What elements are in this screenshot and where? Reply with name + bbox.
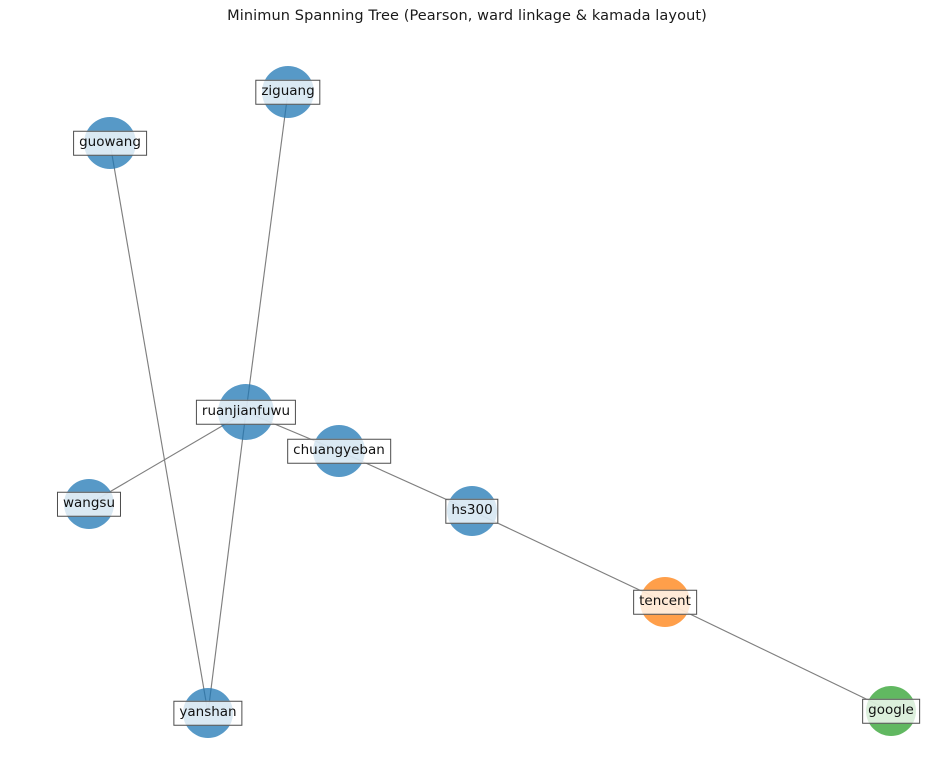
- nodes-group: [64, 66, 916, 738]
- graph-edge: [245, 91, 289, 413]
- graph-edge: [88, 411, 247, 505]
- graph-edge: [664, 601, 892, 712]
- page-title: Minimun Spanning Tree (Pearson, ward lin…: [227, 8, 707, 24]
- graph-edge: [471, 510, 666, 603]
- node-label-chuangyeban[interactable]: chuangyeban: [287, 438, 391, 464]
- node-label-google[interactable]: google: [862, 698, 920, 724]
- graph-edge: [207, 411, 247, 714]
- graph-edge: [109, 142, 209, 714]
- node-label-guowang[interactable]: guowang: [73, 130, 147, 156]
- node-label-tencent[interactable]: tencent: [633, 589, 697, 615]
- node-label-yanshan[interactable]: yanshan: [173, 700, 243, 726]
- node-label-hs300[interactable]: hs300: [445, 498, 499, 524]
- node-label-wangsu[interactable]: wangsu: [56, 491, 122, 517]
- node-label-ziguang[interactable]: ziguang: [255, 79, 321, 105]
- node-label-ruanjianfuwu[interactable]: ruanjianfuwu: [195, 399, 297, 425]
